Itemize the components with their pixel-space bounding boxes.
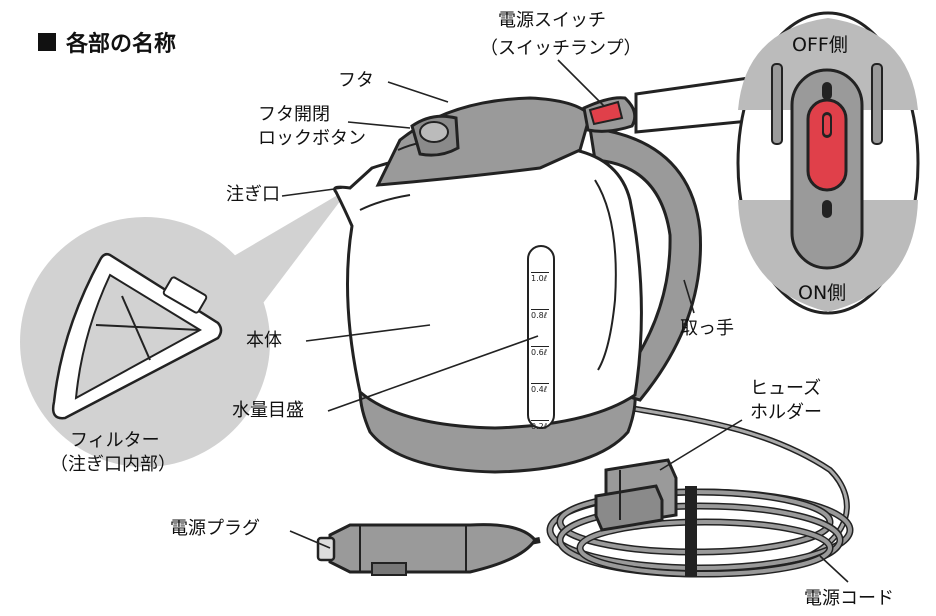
label-plug: 電源プラグ: [170, 518, 260, 539]
kettle-lid: [375, 96, 592, 187]
label-lid-lock-2: ロックボタン: [258, 128, 366, 149]
water-gauge-window: [527, 245, 555, 429]
leader-lines: [281, 59, 849, 583]
page-title: 各部の名称: [66, 32, 177, 57]
label-fuse-2: ホルダー: [750, 402, 822, 423]
label-filter-1: フィルター: [70, 430, 160, 451]
label-gauge: 水量目盛: [232, 400, 304, 421]
heading-square-icon: [38, 33, 56, 51]
gauge-mark: 0.2ℓ: [531, 420, 549, 431]
label-cord: 電源コード: [804, 588, 894, 609]
label-filter-2: （注ぎ口内部）: [50, 454, 176, 475]
label-spout: 注ぎ口: [226, 184, 280, 205]
label-on-side: ON側: [798, 282, 847, 304]
label-handle: 取っ手: [680, 318, 734, 339]
car-plug: [316, 523, 537, 576]
gauge-mark: 0.6ℓ: [531, 346, 549, 357]
on-mark: [822, 200, 832, 218]
kettle-handle: [588, 126, 702, 402]
label-fuse-1: ヒューズ: [750, 378, 822, 399]
off-mark: [822, 82, 832, 100]
label-off-side: OFF側: [792, 34, 848, 56]
label-power-switch-1: 電源スイッチ: [498, 10, 606, 31]
gauge-mark: 0.8ℓ: [531, 309, 549, 320]
filter-illustration: [51, 252, 223, 420]
label-power-switch-2: （スイッチランプ）: [480, 38, 642, 59]
label-lid-lock-1: フタ開閉: [258, 104, 330, 125]
fuse-holder: [594, 458, 678, 532]
cord-coil: [546, 486, 854, 578]
label-body: 本体: [246, 330, 282, 351]
gauge-mark: 1.0ℓ: [531, 272, 549, 283]
section-heading: 各部の名称: [38, 26, 176, 58]
gauge-mark: 0.4ℓ: [531, 383, 549, 394]
power-switch: [582, 96, 637, 133]
kettle-body: [333, 147, 643, 430]
label-lid: フタ: [338, 70, 374, 91]
